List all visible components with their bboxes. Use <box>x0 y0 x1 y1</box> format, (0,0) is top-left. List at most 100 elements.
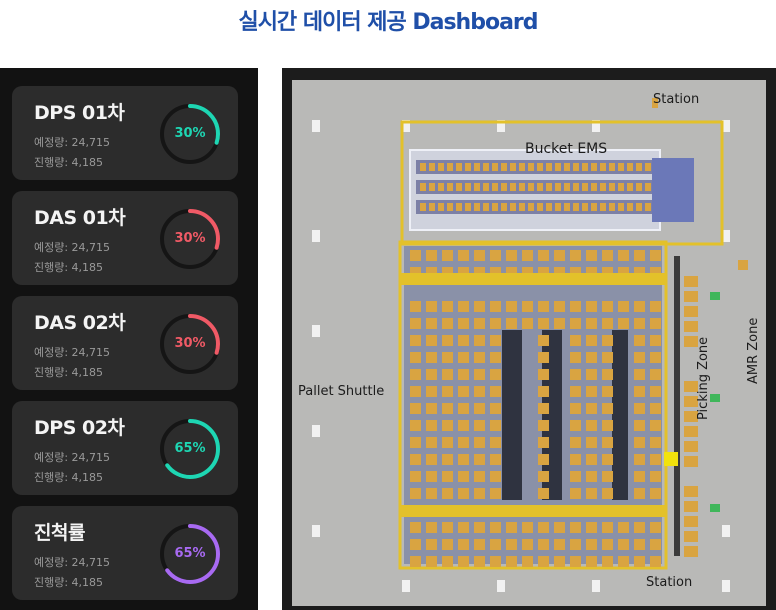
pallet-box <box>634 318 645 329</box>
pallet-box <box>634 454 645 465</box>
amr-unit <box>710 292 720 300</box>
support-pillar <box>312 325 320 337</box>
pallet-box <box>426 369 437 380</box>
pallet-box <box>490 556 501 567</box>
pallet-box <box>490 352 501 363</box>
ems-bucket <box>474 183 480 191</box>
ems-bucket <box>474 163 480 171</box>
pallet-box <box>650 522 661 533</box>
ems-bucket <box>438 183 444 191</box>
shuttle-rail-top <box>400 273 666 285</box>
pallet-box <box>538 369 549 380</box>
pallet-box <box>490 335 501 346</box>
label-station-top: Station <box>653 92 699 107</box>
label-pallet-shuttle: Pallet Shuttle <box>298 384 384 399</box>
card-title: 진척률 <box>34 522 85 544</box>
support-pillar <box>722 230 730 242</box>
pallet-box <box>650 335 661 346</box>
amr-unit <box>710 394 720 402</box>
card-title: DAS 02차 <box>34 312 126 334</box>
pallet-box <box>426 556 437 567</box>
ems-bucket <box>465 203 471 211</box>
pallet-box <box>602 488 613 499</box>
ems-bucket <box>501 183 507 191</box>
kpi-card-das-02[interactable]: DAS 02차 예정량: 24,715 진행량: 4,185 30% <box>12 296 238 390</box>
progress-percent: 65% <box>174 546 206 561</box>
pallet-box <box>426 318 437 329</box>
pallet-box <box>602 556 613 567</box>
pallet-box <box>554 522 565 533</box>
pallet-box <box>474 267 485 278</box>
kpi-card-dps-01[interactable]: DPS 01차 예정량: 24,715 진행량: 4,185 30% <box>12 86 238 180</box>
pallet-box <box>474 318 485 329</box>
support-pillar <box>722 580 730 592</box>
pallet-box <box>586 488 597 499</box>
pallet-box <box>538 301 549 312</box>
ems-bucket <box>510 203 516 211</box>
pallet-box <box>442 301 453 312</box>
pallet-box <box>602 267 613 278</box>
pallet-box <box>538 403 549 414</box>
ems-bucket <box>645 203 651 211</box>
pallet-box <box>570 301 581 312</box>
kpi-card-das-01[interactable]: DAS 01차 예정량: 24,715 진행량: 4,185 30% <box>12 191 238 285</box>
pallet-box <box>490 250 501 261</box>
pallet-box <box>522 522 533 533</box>
pallet-box <box>538 471 549 482</box>
ems-bucket <box>510 183 516 191</box>
ems-bucket <box>600 183 606 191</box>
picking-box <box>684 531 698 542</box>
picking-box <box>684 441 698 452</box>
shuttle-rail-bottom <box>400 505 666 517</box>
pallet-box <box>458 420 469 431</box>
pallet-shuttle-boundary <box>398 240 668 570</box>
ems-bucket <box>483 183 489 191</box>
pallet-box <box>410 454 421 465</box>
ems-bucket <box>564 163 570 171</box>
pallet-box <box>522 250 533 261</box>
pallet-box <box>458 369 469 380</box>
pallet-box <box>458 539 469 550</box>
pallet-box <box>490 539 501 550</box>
ems-bucket <box>573 163 579 171</box>
card-title: DAS 01차 <box>34 207 126 229</box>
ems-bucket <box>438 203 444 211</box>
shuttle-aisle <box>612 330 628 500</box>
ems-bucket <box>600 163 606 171</box>
pallet-box <box>570 250 581 261</box>
bucket-ems-boundary <box>400 120 724 246</box>
ems-bucket <box>546 163 552 171</box>
pallet-box <box>650 471 661 482</box>
ems-bucket <box>645 183 651 191</box>
pallet-box <box>650 369 661 380</box>
pallet-box <box>426 522 437 533</box>
picking-line <box>674 256 680 556</box>
pallet-box <box>474 250 485 261</box>
pallet-box <box>538 420 549 431</box>
kpi-card-overall-progress[interactable]: 진척률 예정량: 24,715 진행량: 4,185 65% <box>12 506 238 600</box>
ems-bucket <box>492 203 498 211</box>
pallet-box <box>458 403 469 414</box>
picking-racks <box>684 276 698 557</box>
kpi-card-dps-02[interactable]: DPS 02차 예정량: 24,715 진행량: 4,185 65% <box>12 401 238 495</box>
pallet-box <box>586 539 597 550</box>
pallet-box <box>570 539 581 550</box>
pallet-box <box>410 471 421 482</box>
warehouse-3d-view[interactable]: Station Bucket EMS Pallet Shuttle Pickin… <box>292 80 766 606</box>
ems-bucket <box>456 183 462 191</box>
pallet-box <box>442 454 453 465</box>
pallet-box <box>410 386 421 397</box>
ems-bucket <box>501 163 507 171</box>
pallet-box <box>538 352 549 363</box>
ems-bucket <box>618 163 624 171</box>
page-title: 실시간 데이터 제공 Dashboard <box>238 10 538 35</box>
pallet-box <box>410 369 421 380</box>
pallet-box <box>458 335 469 346</box>
pallet-box <box>586 352 597 363</box>
support-pillar <box>402 120 410 132</box>
pallet-box <box>634 352 645 363</box>
ems-bucket <box>429 163 435 171</box>
ems-bucket <box>537 183 543 191</box>
ems-bucket <box>465 163 471 171</box>
pallet-box <box>474 488 485 499</box>
